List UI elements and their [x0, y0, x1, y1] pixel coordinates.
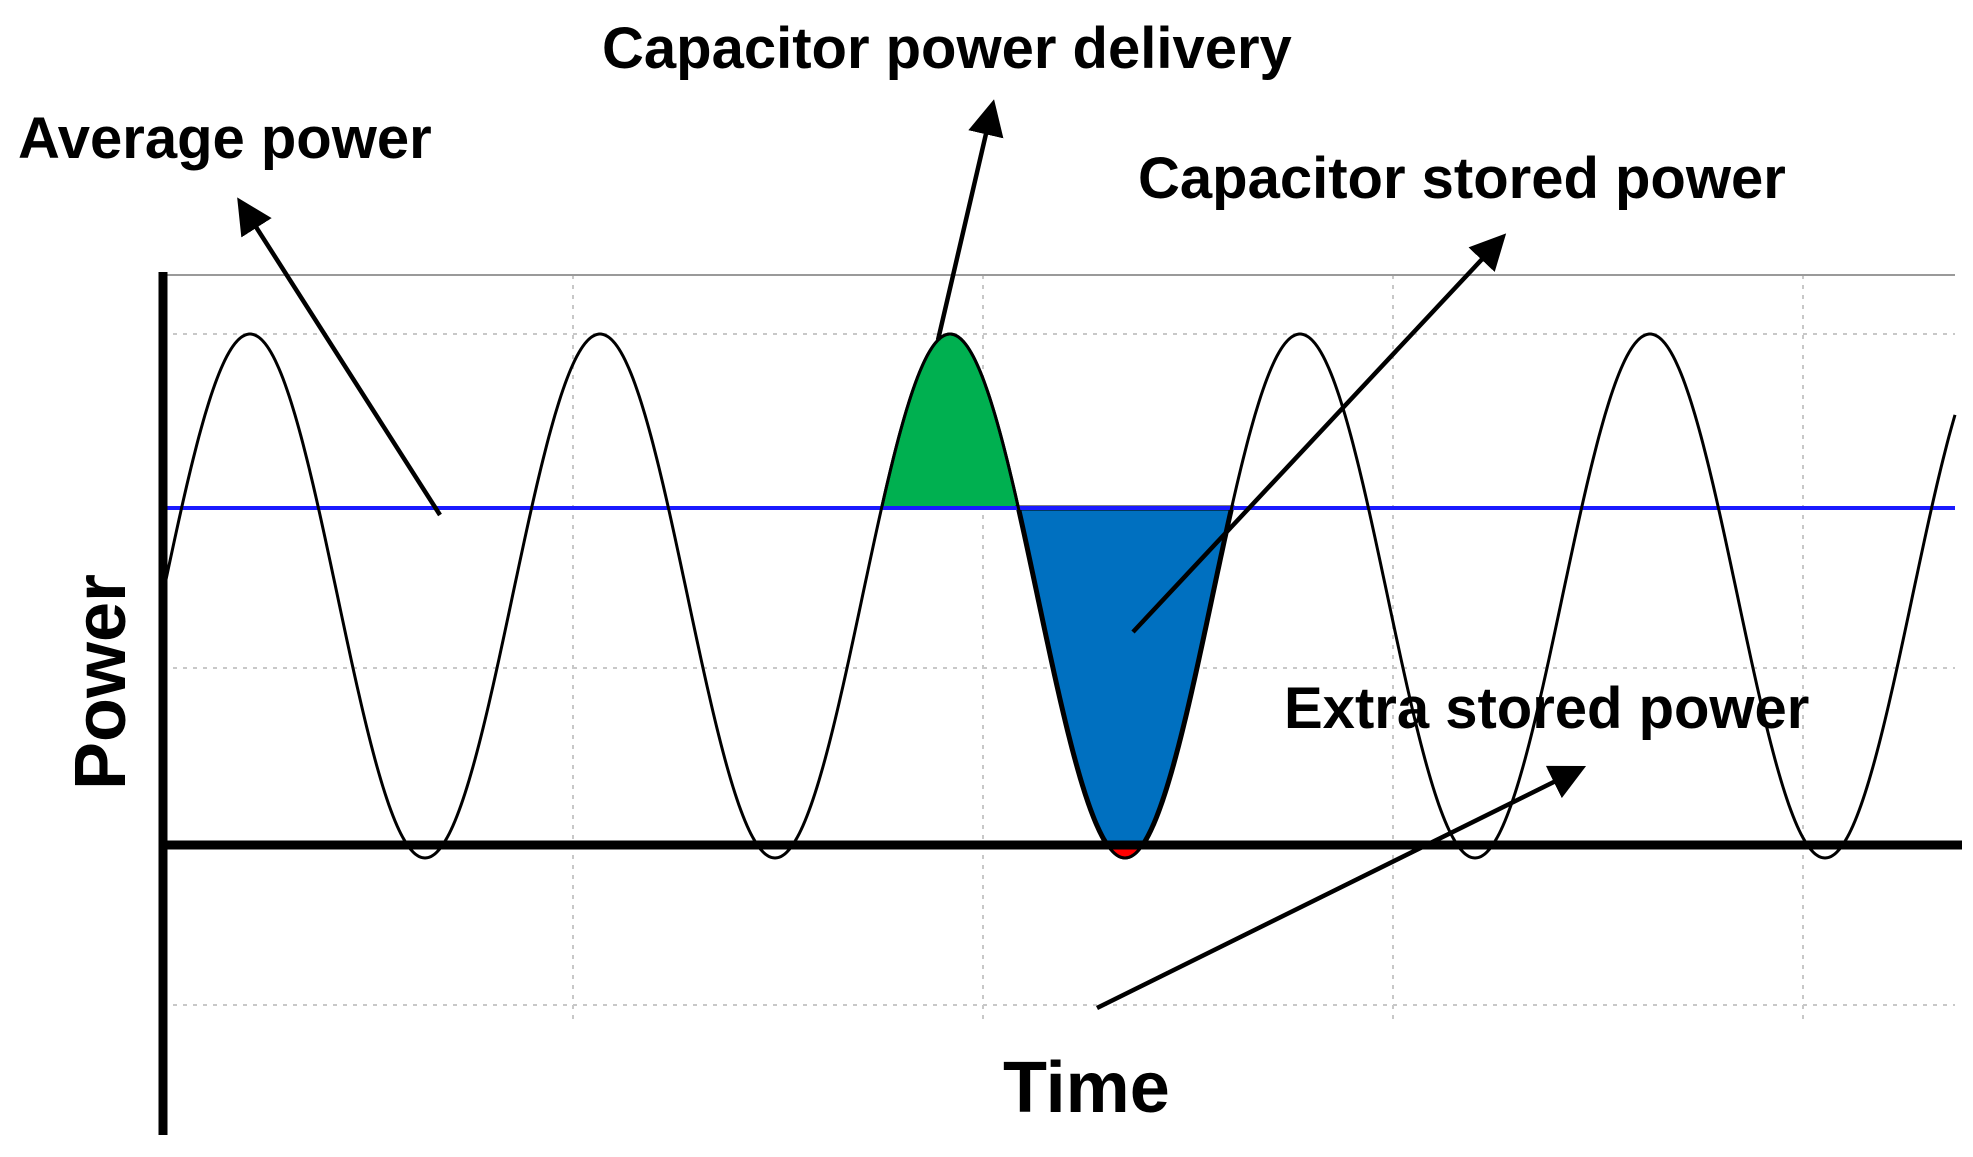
capacitor-stored-power-arrow — [1131, 233, 1507, 634]
average-power-label: Average power — [18, 106, 432, 171]
extra-stored-power-arrow — [1096, 765, 1587, 1011]
capacitor-stored-power-label: Capacitor stored power — [1138, 146, 1786, 211]
power-waveform — [161, 332, 1957, 860]
time-axis-label: Time — [1003, 1048, 1170, 1128]
grid — [162, 275, 1955, 1020]
capacitor-power-delivery-arrow — [935, 99, 1004, 341]
power-axis-label: Power — [61, 574, 141, 790]
average-power-arrow — [237, 197, 442, 517]
extra-stored-power-label: Extra stored power — [1284, 676, 1809, 741]
capacitor-power-delivery-label: Capacitor power delivery — [602, 16, 1292, 81]
